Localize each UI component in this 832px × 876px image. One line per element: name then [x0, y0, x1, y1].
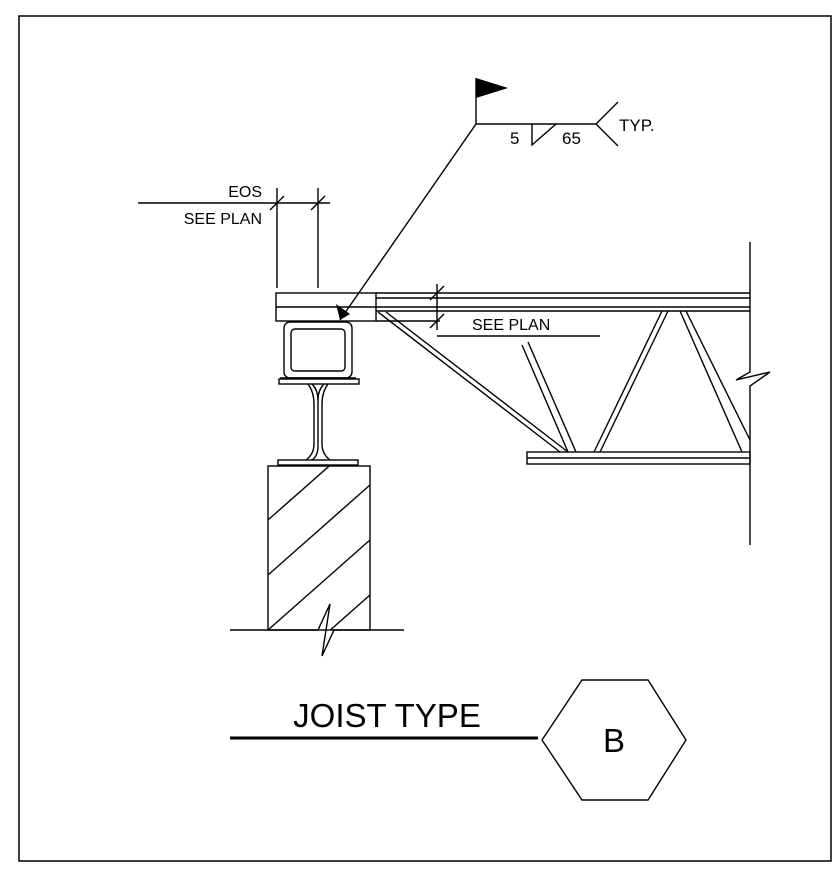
weld-note: TYP. — [619, 116, 655, 135]
field-weld-flag-icon — [476, 78, 508, 98]
concrete-support — [230, 465, 404, 657]
joist-bottom-chord — [526, 451, 751, 465]
type-hexagon-icon — [541, 679, 687, 801]
seat-depth-dimension: SEE PLAN — [429, 284, 600, 337]
type-tag: B — [603, 722, 625, 759]
eos-dimension: EOS SEE PLAN — [138, 184, 330, 288]
weld-tail — [595, 101, 619, 147]
weld-symbol: 5 65 TYP. — [336, 78, 655, 321]
concrete-hatch — [268, 466, 370, 630]
title-text: JOIST TYPE — [293, 697, 481, 734]
eos-label: EOS — [228, 184, 262, 201]
sheet-border — [18, 15, 832, 862]
weld-length: 65 — [562, 129, 581, 148]
eos-value: SEE PLAN — [184, 211, 262, 228]
joist-break-line — [735, 242, 771, 545]
depth-value: SEE PLAN — [472, 317, 550, 334]
hss-bearing-tube — [280, 321, 356, 379]
ground-break-line — [230, 603, 404, 657]
steel-i-beam — [277, 378, 360, 466]
title-block: JOIST TYPE B — [230, 679, 687, 801]
joist-web-members — [377, 310, 751, 453]
weld-size: 5 — [510, 129, 519, 148]
joist-top-chord — [275, 292, 750, 322]
